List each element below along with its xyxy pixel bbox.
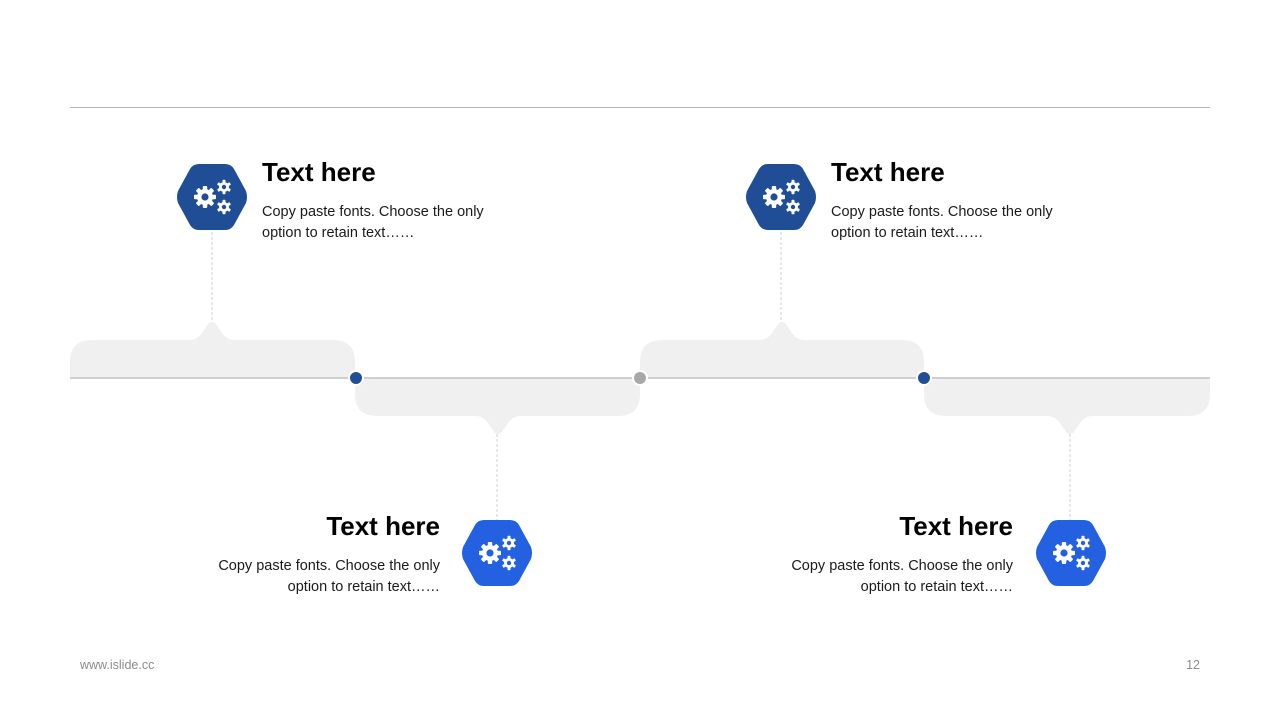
gears-icon (462, 520, 532, 586)
top-divider (70, 107, 1210, 108)
gears-icon (746, 164, 816, 230)
tab-shape-3 (640, 322, 924, 378)
item-body: Copy paste fonts. Choose the only option… (218, 558, 440, 595)
item-body: Copy paste fonts. Choose the only option… (831, 204, 1053, 241)
item-title: Text here (326, 511, 440, 541)
tab-shape-4 (924, 378, 1210, 434)
item-body: Copy paste fonts. Choose the only option… (791, 558, 1013, 595)
item-title: Text here (831, 157, 945, 187)
item-title: Text here (262, 157, 376, 187)
timeline-node-1 (348, 370, 364, 386)
tab-shape-1 (70, 322, 355, 378)
gears-icon (177, 164, 247, 230)
footer-url: www.islide.cc (80, 658, 155, 672)
item-title: Text here (899, 511, 1013, 541)
gears-icon (1036, 520, 1106, 586)
timeline-node-3 (916, 370, 932, 386)
page-number: 12 (1186, 658, 1200, 672)
item-body: Copy paste fonts. Choose the only option… (262, 204, 484, 241)
tab-shape-2 (355, 378, 640, 434)
timeline-node-2 (632, 370, 648, 386)
